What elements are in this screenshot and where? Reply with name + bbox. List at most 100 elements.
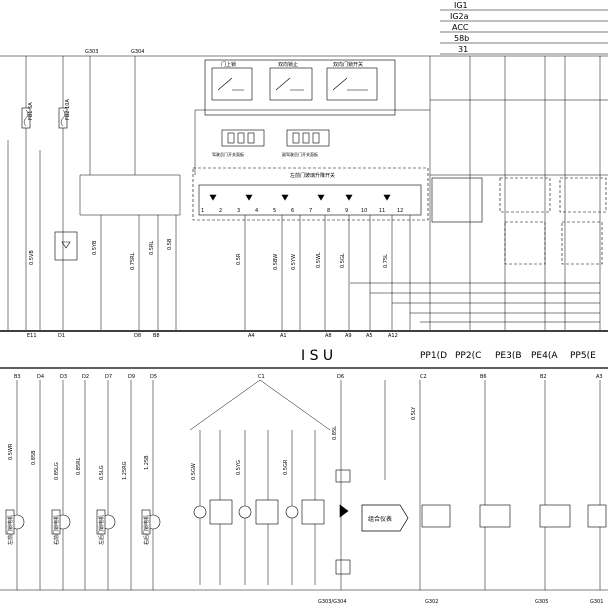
code-d3: D3 <box>60 374 67 380</box>
connector-right <box>286 129 330 147</box>
code-c2: C2 <box>420 374 427 380</box>
pin-5: 5 <box>273 208 276 214</box>
pin-2: 2 <box>219 208 222 214</box>
wire-label-3: 0.75RL <box>130 252 136 270</box>
power-rails <box>440 9 608 55</box>
motor-label-lf: 左前门锁电机 <box>7 515 14 545</box>
pin-10: 10 <box>361 208 367 214</box>
connector-right-label: 副驾驶员门开关面板 <box>282 151 318 157</box>
switch-double-door-label: 双向门锁开关 <box>333 61 363 68</box>
rail-label-ig1: IG1 <box>454 1 468 10</box>
center-lock-motors <box>193 499 325 525</box>
ground-g304: G304 <box>131 49 144 55</box>
wire-label-15: 0.5GW <box>191 463 197 480</box>
wire-label-13: 1.25B <box>144 455 150 470</box>
code-a3: A3 <box>596 374 603 380</box>
pin-group-pp2: PP2(C <box>455 351 481 361</box>
fuse-fb2-label: FB2 10A <box>65 99 71 120</box>
pin-8: 8 <box>327 208 330 214</box>
switch-contacts <box>217 77 368 91</box>
isu-label: I S U <box>301 348 333 364</box>
code-b6: B6 <box>480 374 487 380</box>
code-b3: B3 <box>14 374 21 380</box>
wire-label-4: 0.5RL <box>149 241 155 255</box>
code-a8: A8 <box>325 333 332 339</box>
wire-label-18: 0.85L <box>332 426 338 440</box>
wire-label-14: 0.5WR <box>8 443 14 460</box>
pin-1: 1 <box>201 208 204 214</box>
rail-label-acc: ACC <box>452 23 469 32</box>
wire-label-9: 0.5WL <box>316 252 322 268</box>
wire-label-11: 0.75L <box>383 254 389 268</box>
code-a1: A1 <box>280 333 287 339</box>
ground-g305: G305 <box>535 599 548 605</box>
ground-g302: G302 <box>425 599 438 605</box>
motor-label-rf: 右前门锁电机 <box>53 515 60 545</box>
motor-label-lr: 左后门锁电机 <box>98 515 105 545</box>
code-c1: C1 <box>258 374 265 380</box>
pin-4: 4 <box>255 208 258 214</box>
switch-double-lock-label: 双向锁止 <box>278 61 298 68</box>
ground-g303: G303 <box>85 49 98 55</box>
wire-label-8: 0.5YW <box>291 254 297 270</box>
wire-label-6: 0.5R <box>236 253 242 265</box>
motor-label-rr: 右后门锁电机 <box>143 515 150 545</box>
pin-group-pe4: PE4(A <box>531 351 558 361</box>
pin-9: 9 <box>345 208 348 214</box>
code-d2: D2 <box>82 374 89 380</box>
window-switch-module <box>192 167 429 221</box>
fuse-fb1: FB1 5A <box>21 102 34 129</box>
module-diodes <box>209 194 391 201</box>
code-d5: D5 <box>150 374 157 380</box>
rail-label-ig2a: IG2a <box>450 12 469 21</box>
wire-label-2: 0.5VB <box>29 250 35 265</box>
wire-label-5: 0.5B <box>167 238 173 250</box>
pin-group-pp1: PP1(D <box>420 351 447 361</box>
wire-label-7: 0.5BW <box>273 254 279 270</box>
pin-11: 11 <box>379 208 385 214</box>
combination-meter-label: 组合仪表 <box>368 515 392 523</box>
right-upper-switches <box>431 177 607 265</box>
switch-door-lock-label: 门上锁 <box>221 61 236 68</box>
rail-label-31: 31 <box>458 45 468 54</box>
combination-meter: 组合仪表 <box>361 504 409 532</box>
wire-label-12: 0.85B <box>31 450 37 465</box>
code-d1: D1 <box>58 333 65 339</box>
ground-g303-g304: G303/G304 <box>318 599 347 605</box>
pin-3: 3 <box>237 208 240 214</box>
wire-label-23: 0.5LG <box>99 465 105 480</box>
upper-wiring <box>0 55 608 330</box>
lower-wiring <box>0 379 608 591</box>
wire-label-1: 0.5YB <box>92 240 98 255</box>
wire-label-22: 0.85LG <box>54 462 60 480</box>
rail-label-58b: 58b <box>454 34 469 43</box>
pin-group-pp5: PP5(E <box>570 351 596 361</box>
right-window-motors <box>421 504 607 528</box>
code-d9: D9 <box>128 374 135 380</box>
code-d4: D4 <box>37 374 44 380</box>
ground-g301: G301 <box>590 599 603 605</box>
code-b2: B2 <box>540 374 547 380</box>
wire-label-17: 0.5GR <box>283 459 289 475</box>
left-indicator <box>54 231 78 261</box>
wire-label-20: 1.25RG <box>122 461 128 480</box>
wire-label-16: 0.5YG <box>236 460 242 475</box>
pin-12: 12 <box>397 208 403 214</box>
connector-left-label: 驾驶员门开关面板 <box>212 151 244 157</box>
code-a5: A5 <box>366 333 373 339</box>
connector-left <box>221 129 265 147</box>
lower-left-motors <box>5 509 161 535</box>
code-b8: B8 <box>153 333 160 339</box>
code-a12: A12 <box>388 333 398 339</box>
pin-group-pe3: PE3(B <box>495 351 522 361</box>
fuse-fb2: FB2 10A <box>58 99 71 129</box>
code-d6: D6 <box>337 374 344 380</box>
wire-label-21: 0.85RL <box>76 457 82 475</box>
code-d8: D8 <box>134 333 141 339</box>
fuse-fb1-label: FB1 5A <box>28 102 34 120</box>
wire-label-10: 0.5GL <box>340 253 346 268</box>
code-a4: A4 <box>248 333 255 339</box>
code-e11: E11 <box>27 333 37 339</box>
wire-label-19: 0.5LY <box>411 406 417 420</box>
